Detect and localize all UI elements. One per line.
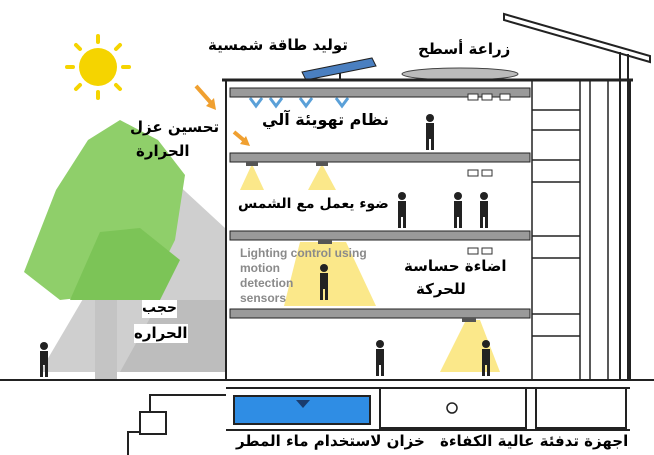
label-heat-block-2: الحراره <box>134 324 188 343</box>
label-heat-block-1: حجب <box>142 300 177 318</box>
vent-fan-icon <box>248 97 350 109</box>
label-motion-control-1: Lighting control using <box>240 246 367 260</box>
arrow-icon <box>194 84 250 146</box>
label-motion-control-2: motion <box>240 261 280 275</box>
roof-garden <box>401 67 519 81</box>
label-roof-farming: زراعة أسطح <box>418 40 511 58</box>
label-motion-lighting-1: اضاءة حساسة <box>404 257 507 275</box>
label-motion-control-4: sensors <box>240 291 287 305</box>
label-motion-lighting-2: للحركة <box>416 280 466 298</box>
label-auto-ventilation: نظام تهويئة آلي <box>262 110 389 129</box>
label-insulation-2: الحرارة <box>136 142 190 160</box>
tree-icon <box>24 120 185 380</box>
label-heating-devices: اجهزة تدفئة عالية الكفاءة <box>440 432 629 450</box>
person-icon <box>40 114 490 377</box>
solar-panel-icon <box>301 57 377 81</box>
stair-shaft <box>531 80 609 380</box>
label-sunlight-lighting: ضوء يعمل مع الشمس <box>238 196 389 212</box>
label-insulation-1: تحسين عزل <box>130 118 220 136</box>
label-motion-control-3: detection <box>240 276 294 290</box>
label-rain-tank: خزان لاستخدام ماء المطر <box>236 432 425 450</box>
label-solar-generation: توليد طاقة شمسية <box>208 36 348 54</box>
overhang-panel <box>503 12 651 380</box>
drain-pipe <box>127 394 226 455</box>
sun-icon <box>65 34 131 100</box>
